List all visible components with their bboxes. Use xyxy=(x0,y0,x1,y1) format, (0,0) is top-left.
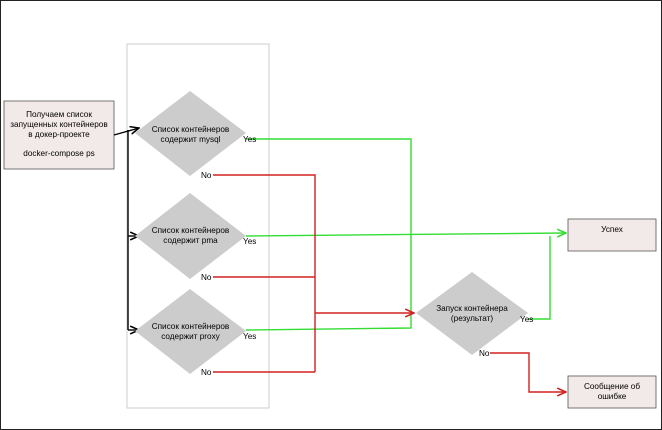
error-box-line1: Сообщение об xyxy=(583,382,641,391)
decision-launch-diamond xyxy=(416,272,528,355)
decision-mysql-line2: содержит mysql xyxy=(160,135,221,144)
no-label-proxy: No xyxy=(201,368,212,377)
success-box xyxy=(567,218,657,252)
decision-proxy-diamond xyxy=(135,289,246,374)
no-label-pma: No xyxy=(201,273,212,282)
error-box xyxy=(567,375,657,409)
start-box-line3: в докер-проекте xyxy=(28,130,90,139)
decision-pma-line2: содержит pma xyxy=(163,236,218,245)
start-box xyxy=(3,100,115,170)
decision-mysql-line1: Список контейнеров xyxy=(151,125,230,134)
decision-mysql-text: Список контейнеров содержит mysql xyxy=(135,125,246,145)
decision-launch-line2: (результат) xyxy=(450,314,494,323)
decision-proxy-line2: содержит proxy xyxy=(161,332,220,341)
yes-lines xyxy=(245,138,566,331)
no-label-mysql: No xyxy=(201,171,212,180)
decision-group-frame xyxy=(126,43,270,409)
decision-proxy-line1: Список контейнеров xyxy=(151,322,230,331)
decision-proxy-text: Список контейнеров содержит proxy xyxy=(135,322,246,342)
yes-label-mysql: Yes xyxy=(243,135,256,144)
success-box-text: Успех xyxy=(601,225,623,234)
error-box-text: Сообщение об ошибке xyxy=(568,382,656,402)
start-box-line1: Получаем список xyxy=(26,110,92,119)
start-box-line2: запущенных контейнеров xyxy=(10,120,108,129)
decision-pma-line1: Список контейнеров xyxy=(151,226,230,235)
decision-launch-text: Запуск контейнера (результат) xyxy=(416,304,528,324)
yes-label-proxy: Yes xyxy=(243,332,256,341)
decision-pma-text: Список контейнеров содержит pma xyxy=(135,226,246,246)
error-box-line2: ошибке xyxy=(597,392,627,401)
yes-label-launch: Yes xyxy=(520,315,533,324)
decision-pma-diamond xyxy=(135,193,246,279)
yes-label-pma: Yes xyxy=(243,237,256,246)
decision-launch-line1: Запуск контейнера xyxy=(436,304,508,313)
start-box-text: Получаем список запущенных контейнеров в… xyxy=(4,110,114,159)
no-label-launch: No xyxy=(479,349,490,358)
no-lines xyxy=(213,174,566,392)
decision-mysql-diamond xyxy=(135,91,246,176)
start-box-line4: docker-compose ps xyxy=(23,149,95,158)
